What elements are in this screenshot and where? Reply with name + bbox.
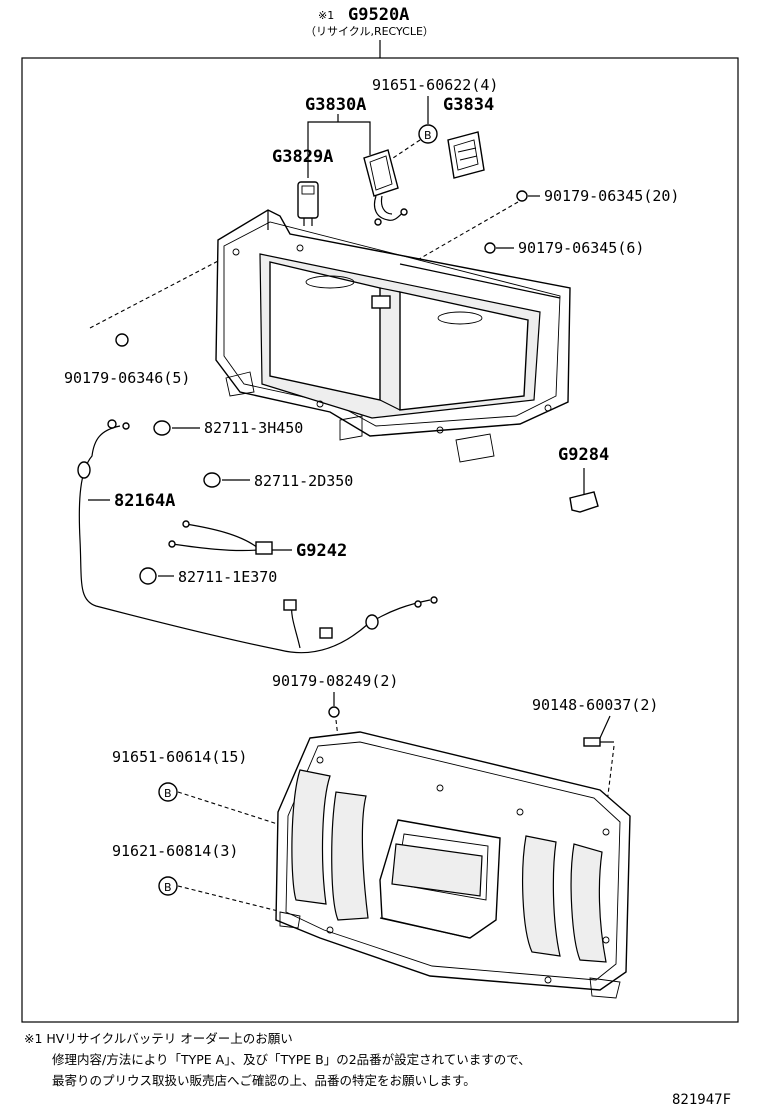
footnote-line-1: ※1 HVリサイクルバッテリ オーダー上のお願い bbox=[24, 1031, 293, 1046]
label-90179-06346-5: 90179-06346(5) bbox=[64, 369, 190, 387]
g3830a-bracket bbox=[307, 121, 371, 155]
header-part-number: G9520A bbox=[348, 5, 409, 25]
nut-90179-06345-20 bbox=[516, 190, 528, 202]
battery-case bbox=[215, 209, 571, 463]
g9242-part bbox=[185, 523, 259, 549]
lower-tray bbox=[275, 731, 631, 999]
label-g3834: G3834 bbox=[443, 95, 494, 115]
label-91621-60814-3: 91621-60814(3) bbox=[112, 842, 238, 860]
label-90179-06345-6: 90179-06345(6) bbox=[518, 239, 644, 257]
g3830a-part bbox=[363, 149, 399, 197]
label-g9242: G9242 bbox=[296, 541, 347, 561]
label-82711-1e370: 82711-1E370 bbox=[178, 568, 277, 586]
label-82711-2d350: 82711-2D350 bbox=[254, 472, 353, 490]
callout-b-lower-1 bbox=[158, 782, 178, 802]
footnote-line-2: 修理内容/方法により「TYPE A」、及び「TYPE B」の2品番が設定されてい… bbox=[52, 1052, 531, 1067]
label-82711-3h450: 82711-3H450 bbox=[204, 419, 303, 437]
svg-text:B: B bbox=[424, 129, 432, 142]
label-91651-60614-15: 91651-60614(15) bbox=[112, 748, 247, 766]
nut-90179-08249 bbox=[328, 706, 340, 718]
label-g3830a: G3830A bbox=[305, 95, 366, 115]
label-90148-60037-2: 90148-60037(2) bbox=[532, 696, 658, 714]
g3829a-part bbox=[297, 181, 319, 219]
clamp-82711-1e370 bbox=[139, 567, 157, 585]
label-g3829a: G3829A bbox=[272, 147, 333, 167]
nut-90179-06346 bbox=[115, 333, 129, 347]
callout-b-top bbox=[418, 124, 438, 144]
nut-90179-06345-6 bbox=[484, 242, 496, 254]
footnote-line-3: 最寄りのプリウス取扱い販売店へご確認の上、品番の特定をお願いします。 bbox=[52, 1073, 476, 1088]
label-90179-06345-20: 90179-06345(20) bbox=[544, 187, 679, 205]
bolt-90148-60037 bbox=[583, 737, 601, 747]
label-82164a: 82164A bbox=[114, 491, 175, 511]
label-g9284: G9284 bbox=[558, 445, 609, 465]
diagram-reference: 821947F bbox=[672, 1092, 731, 1108]
g9284-part bbox=[569, 491, 599, 513]
clamp-82711-2d350 bbox=[203, 472, 221, 488]
label-90179-08249-2: 90179-08249(2) bbox=[272, 672, 398, 690]
label-91651-60622: 91651-60622(4) bbox=[372, 76, 498, 94]
header-subtitle: （リサイクル,RECYCLE） bbox=[305, 25, 434, 38]
clamp-82711-3h450 bbox=[153, 420, 171, 436]
header-mark: ※1 bbox=[318, 9, 334, 22]
svg-text:B: B bbox=[164, 787, 172, 800]
callout-b-lower-2 bbox=[158, 876, 178, 896]
svg-text:B: B bbox=[164, 881, 172, 894]
assembly-frame bbox=[21, 57, 739, 1023]
g3834-part bbox=[447, 131, 485, 179]
